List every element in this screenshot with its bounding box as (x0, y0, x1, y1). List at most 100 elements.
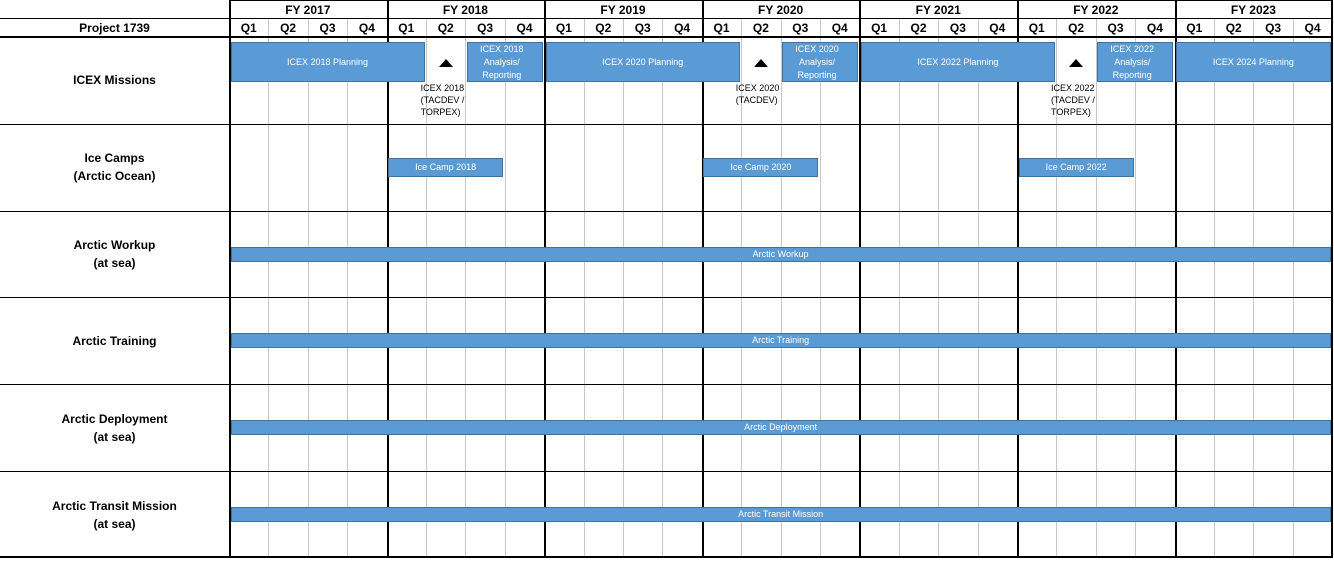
gantt-bar[interactable]: Ice Camp 2020 (703, 157, 819, 177)
row-label-workup: Arctic Workup (at sea) (0, 211, 229, 298)
gantt-bar[interactable]: Arctic Workup (230, 246, 1331, 262)
fiscal-year-header: FY 2022 (1073, 2, 1119, 17)
grid-line-quarter (1056, 18, 1058, 558)
quarter-header: Q2 (752, 20, 769, 35)
gantt-bar[interactable]: ICEX 2018 Planning (230, 42, 425, 82)
gantt-bar[interactable]: Ice Camp 2022 (1018, 157, 1134, 177)
milestone-marker-icon[interactable] (753, 59, 768, 67)
quarter-header: Q2 (910, 20, 927, 35)
row-divider (0, 123, 1333, 125)
grid-line-year (1331, 0, 1333, 558)
quarter-header: Q3 (1107, 20, 1124, 35)
grid-line-quarter (1292, 18, 1294, 558)
gantt-bar[interactable]: ICEX 2020 Analysis/ Reporting (782, 42, 858, 82)
row-label-line: Arctic Training (72, 333, 157, 348)
quarter-header: Q4 (674, 20, 691, 35)
grid-line-quarter (938, 18, 940, 558)
gantt-bar[interactable]: Arctic Training (230, 333, 1331, 349)
quarter-header: Q3 (1265, 20, 1282, 35)
grid-line-quarter (820, 18, 821, 558)
milestone-label: ICEX 2018 (TACDEV / TORPEX) (420, 83, 465, 117)
quarter-header: Q3 (634, 20, 651, 35)
chart-bottom-line (0, 555, 1333, 558)
grid-line-quarter (268, 18, 270, 558)
grid-line-quarter (662, 18, 664, 558)
grid-line-year (387, 0, 389, 558)
gantt-bar[interactable]: ICEX 2020 Planning (545, 42, 740, 82)
grid-line-quarter (504, 18, 506, 558)
gantt-bar[interactable]: Arctic Deployment (230, 420, 1331, 436)
quarter-header: Q3 (319, 20, 336, 35)
quarter-header: Q1 (871, 20, 888, 35)
row-label-icecamps: Ice Camps (Arctic Ocean) (0, 124, 229, 211)
quarter-header: Q4 (516, 20, 533, 35)
quarter-header: Q4 (1146, 20, 1163, 35)
gantt-bar[interactable]: ICEX 2022 Planning (860, 42, 1055, 82)
grid-line-year (702, 0, 704, 558)
gantt-bar[interactable]: ICEX 2022 Analysis/ Reporting (1097, 42, 1174, 82)
row-label-icex: ICEX Missions (0, 37, 229, 124)
grid-line-year (1175, 0, 1177, 558)
quarter-header: Q2 (1068, 20, 1085, 35)
row-divider (0, 471, 1333, 473)
grid-line-quarter (623, 18, 624, 558)
quarter-header: Q4 (989, 20, 1006, 35)
project-label: Project 1739 (79, 20, 150, 35)
gantt-bar[interactable]: ICEX 2024 Planning (1176, 42, 1331, 82)
grid-line-year (229, 0, 231, 558)
row-label-line: Arctic Deployment (61, 411, 168, 426)
row-label-line: Arctic Transit Mission (52, 498, 177, 513)
quarter-header: Q2 (595, 20, 612, 35)
row-divider (0, 384, 1333, 386)
fiscal-year-header: FY 2021 (915, 2, 961, 17)
grid-line-quarter (977, 18, 979, 558)
row-label-training: Arctic Training (0, 297, 229, 384)
row-divider (0, 210, 1333, 212)
row-label-sub: (at sea) (93, 429, 136, 444)
row-label-line: Ice Camps (84, 151, 145, 166)
grid-line-quarter (307, 18, 309, 558)
grid-line-quarter (1214, 18, 1215, 558)
quarter-header: Q4 (1304, 20, 1321, 35)
grid-line-year (859, 0, 861, 558)
gantt-bar[interactable]: Arctic Transit Mission (230, 507, 1331, 523)
gantt-bar[interactable]: Ice Camp 2018 (388, 157, 504, 177)
quarter-header: Q1 (1186, 20, 1203, 35)
row-label-transit: Arctic Transit Mission(at sea) (0, 471, 229, 558)
quarter-header: Q4 (831, 20, 848, 35)
header-bottom-line (0, 36, 1333, 38)
fiscal-year-header: FY 2019 (600, 2, 646, 17)
grid-line-quarter (347, 18, 349, 558)
header-top-line (229, 0, 1333, 1)
grid-line-quarter (1253, 18, 1255, 558)
gantt-bar[interactable]: ICEX 2018 Analysis/ Reporting (466, 42, 543, 82)
quarter-header: Q1 (240, 20, 257, 35)
quarter-header: Q3 (949, 20, 966, 35)
grid-line-quarter (426, 18, 427, 558)
row-label-sub: (at sea) (93, 256, 136, 271)
row-label-deployment: Arctic Deployment (at sea) (0, 384, 229, 471)
grid-line-year (1017, 0, 1019, 558)
grid-line-quarter (465, 18, 467, 558)
grid-line-quarter (780, 18, 782, 558)
row-label-line: ICEX Missions (73, 73, 156, 88)
milestone-marker-icon[interactable] (438, 59, 453, 67)
quarter-header: Q1 (398, 20, 415, 35)
milestone-label: ICEX 2020 (TACDEV) (735, 83, 780, 105)
quarter-header: Q1 (555, 20, 572, 35)
row-label-sub: (Arctic Ocean) (73, 169, 156, 184)
row-divider (0, 297, 1333, 299)
header-mid-line (0, 18, 1333, 19)
quarter-header: Q1 (1028, 20, 1045, 35)
milestone-marker-icon[interactable] (1069, 59, 1084, 67)
fiscal-year-header: FY 2020 (758, 2, 804, 17)
row-label-line: Arctic Workup (73, 238, 156, 253)
grid-line-quarter (583, 18, 585, 558)
fiscal-year-header: FY 2023 (1230, 2, 1276, 17)
quarter-header: Q3 (477, 20, 494, 35)
quarter-header: Q1 (713, 20, 730, 35)
fiscal-year-header: FY 2017 (285, 2, 331, 17)
grid-line-year (544, 0, 546, 558)
quarter-header: Q4 (358, 20, 375, 35)
